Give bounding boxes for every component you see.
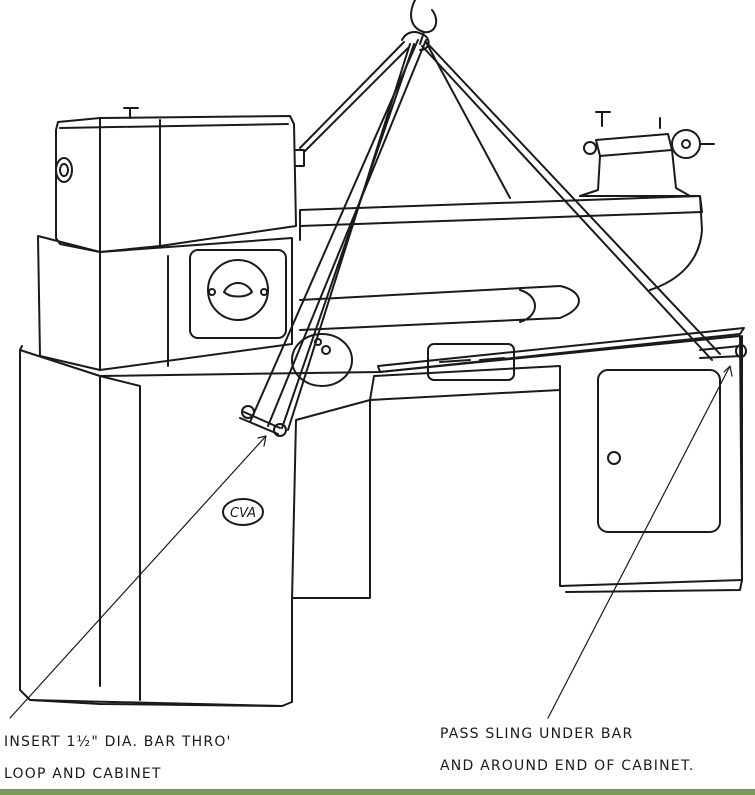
lathe-bed: [299, 195, 703, 241]
carriage: [299, 285, 580, 331]
leader-line-right: [547, 365, 733, 719]
headstock: [55, 107, 305, 253]
lifting-bar-left: [239, 405, 287, 437]
tailstock: [579, 111, 715, 291]
leader-line-left: [9, 435, 267, 719]
badge-text: CVA: [230, 506, 256, 521]
annotation-left: INSERT 1½" DIA. BAR THRO' LOOP AND CABIN…: [4, 726, 232, 790]
gearbox: [37, 235, 293, 371]
lifting-sling: [249, 31, 721, 431]
annotation-left-line1: INSERT 1½" DIA. BAR THRO': [4, 734, 232, 750]
crane-hook: [410, 0, 438, 45]
bottom-rule: [0, 789, 755, 795]
lifting-bar-right: [699, 344, 747, 359]
annotation-left-line2: LOOP AND CABINET: [4, 766, 162, 782]
cva-badge: [222, 498, 264, 526]
annotation-right-line1: PASS SLING UNDER BAR: [440, 726, 634, 742]
cabinet: [19, 327, 745, 707]
annotation-right: PASS SLING UNDER BAR AND AROUND END OF C…: [440, 718, 695, 782]
annotation-right-line2: AND AROUND END OF CABINET.: [440, 758, 695, 774]
